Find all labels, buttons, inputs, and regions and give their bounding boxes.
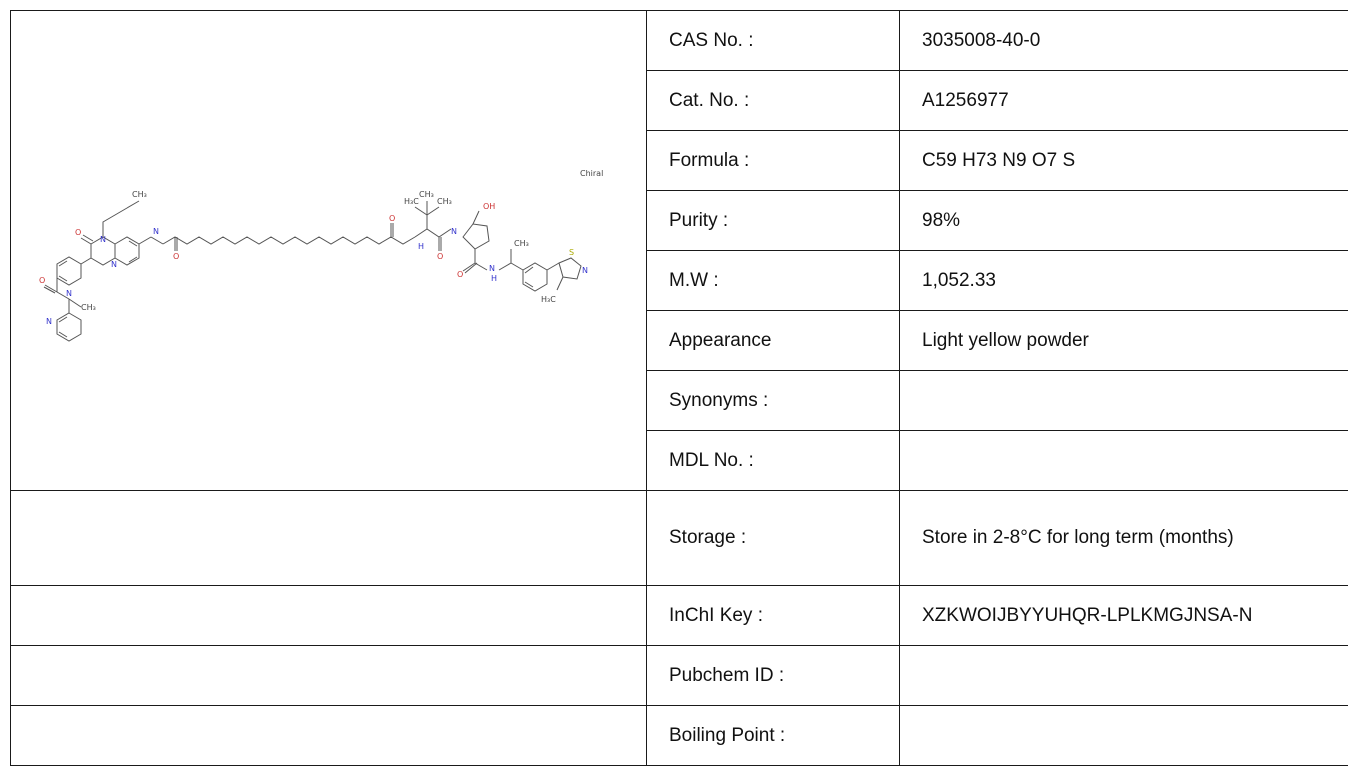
atom-label: CH₃ xyxy=(514,239,529,248)
structure-image-cell: Chiral CH₃ O O N N N O O N CH₃ N H₃C CH₃ xyxy=(11,11,647,491)
table-row: Chiral CH₃ O O N N N O O N CH₃ N H₃C CH₃ xyxy=(11,11,1348,71)
blank-cell xyxy=(11,646,647,706)
atom-label: O xyxy=(389,214,395,223)
atom-label: H xyxy=(418,242,424,251)
appearance-value: Light yellow powder xyxy=(900,311,1348,371)
atom-label: O xyxy=(75,228,81,237)
appearance-label: Appearance xyxy=(647,311,900,371)
atom-label: N xyxy=(451,227,457,236)
cas-label: CAS No. : xyxy=(647,11,900,71)
chiral-label: Chiral xyxy=(580,169,603,178)
formula-label: Formula : xyxy=(647,131,900,191)
pubchem-value xyxy=(900,646,1348,706)
atom-label: N xyxy=(582,266,588,275)
mw-label: M.W : xyxy=(647,251,900,311)
blank-cell xyxy=(11,586,647,646)
atom-label: CH₃ xyxy=(437,197,452,206)
atom-label: O xyxy=(457,270,463,279)
atom-label: O xyxy=(437,252,443,261)
formula-value: C59 H73 N9 O7 S xyxy=(900,131,1348,191)
storage-value: Store in 2-8°C for long term (months) xyxy=(900,491,1348,586)
cas-value: 3035008-40-0 xyxy=(900,11,1348,71)
synonyms-label: Synonyms : xyxy=(647,371,900,431)
mdl-label: MDL No. : xyxy=(647,431,900,491)
table-row: Pubchem ID : xyxy=(11,646,1348,706)
product-spec-table: Chiral CH₃ O O N N N O O N CH₃ N H₃C CH₃ xyxy=(10,10,1348,766)
mdl-value xyxy=(900,431,1348,491)
blank-cell xyxy=(11,491,647,586)
purity-label: Purity : xyxy=(647,191,900,251)
pubchem-label: Pubchem ID : xyxy=(647,646,900,706)
purity-value: 98% xyxy=(900,191,1348,251)
atom-label: O xyxy=(39,276,45,285)
atom-label: S xyxy=(569,248,574,257)
table-row: InChI Key : XZKWOIJBYYUHQR-LPLKMGJNSA-N xyxy=(11,586,1348,646)
atom-label: N xyxy=(489,264,495,273)
atom-label: CH₃ xyxy=(419,190,434,199)
atom-label: H₃C xyxy=(541,295,556,304)
synonyms-value xyxy=(900,371,1348,431)
cat-label: Cat. No. : xyxy=(647,71,900,131)
inchi-value: XZKWOIJBYYUHQR-LPLKMGJNSA-N xyxy=(900,586,1348,646)
mw-value: 1,052.33 xyxy=(900,251,1348,311)
boiling-value xyxy=(900,706,1348,766)
atom-label: N xyxy=(46,317,52,326)
cat-value: A1256977 xyxy=(900,71,1348,131)
atom-label: O xyxy=(173,252,179,261)
atom-label: OH xyxy=(483,202,495,211)
table-row: Storage : Store in 2-8°C for long term (… xyxy=(11,491,1348,586)
chemical-structure-image: Chiral CH₃ O O N N N O O N CH₃ N H₃C CH₃ xyxy=(11,11,647,494)
storage-label: Storage : xyxy=(647,491,900,586)
atom-label: N xyxy=(153,227,159,236)
atom-label: H₃C xyxy=(404,197,419,206)
inchi-label: InChI Key : xyxy=(647,586,900,646)
boiling-label: Boiling Point : xyxy=(647,706,900,766)
atom-label: N xyxy=(111,260,117,269)
atom-label: N xyxy=(66,289,72,298)
atom-label: H xyxy=(491,274,497,283)
blank-cell xyxy=(11,706,647,766)
table-row: Boiling Point : xyxy=(11,706,1348,766)
atom-label: CH₃ xyxy=(132,190,147,199)
atom-label: CH₃ xyxy=(81,303,96,312)
atom-label: N xyxy=(100,235,106,244)
